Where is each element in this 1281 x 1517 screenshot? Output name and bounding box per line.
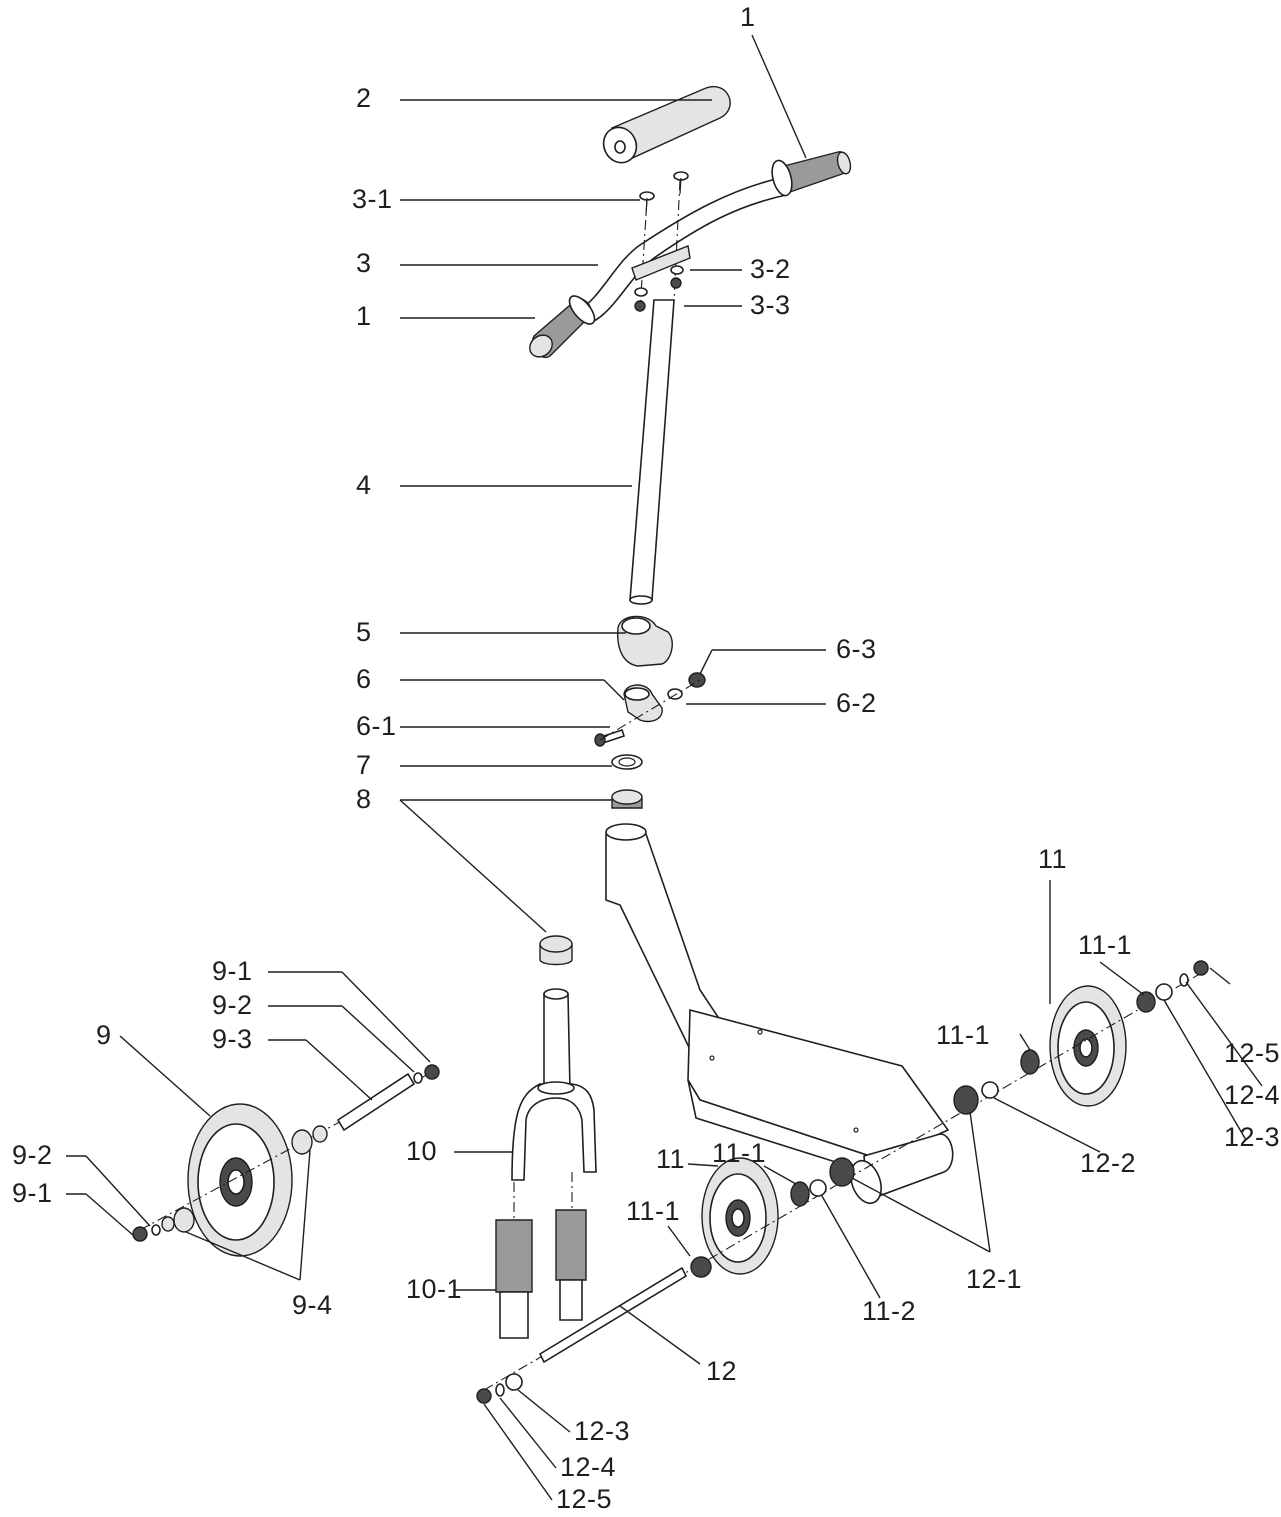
clamp-assembly	[594, 672, 706, 747]
label-11-right: 11	[1038, 844, 1067, 874]
label-11-2: 11-2	[862, 1296, 916, 1326]
label-11-1-d: 11-1	[626, 1196, 680, 1226]
label-3-1: 3-1	[352, 184, 393, 214]
label-9-2-left: 9-2	[12, 1140, 53, 1170]
handlebar-pad	[602, 85, 731, 164]
fork-springs	[495, 1172, 587, 1339]
label-11-mid: 11	[656, 1144, 685, 1174]
label-6-2: 6-2	[836, 688, 877, 718]
rear-wheel-outer	[1049, 985, 1127, 1107]
label-12-2: 12-2	[1080, 1148, 1136, 1178]
grip-right	[771, 151, 852, 197]
clamp-cover	[617, 615, 673, 667]
leader-lines	[66, 34, 1263, 1501]
front-wheel	[187, 1103, 293, 1257]
label-11-1-a: 11-1	[1078, 930, 1132, 960]
label-9-1-top: 9-1	[212, 956, 253, 986]
front-axle-hardware	[132, 1064, 440, 1242]
headset-washer	[611, 754, 643, 770]
label-9-1-left: 9-1	[12, 1178, 53, 1208]
label-6-3: 6-3	[836, 634, 877, 664]
label-12-1: 12-1	[966, 1264, 1022, 1294]
scooter-frame	[605, 823, 954, 1205]
label-6-1: 6-1	[356, 711, 397, 741]
rear-wheel-inner	[701, 1157, 779, 1275]
label-12-4-bottom: 12-4	[560, 1452, 616, 1482]
label-3-2: 3-2	[750, 254, 791, 284]
grip-left	[529, 295, 596, 359]
label-9: 9	[96, 1020, 112, 1050]
rear-axle-hardware	[476, 960, 1211, 1404]
label-4: 4	[356, 470, 372, 500]
label-12-5-bottom: 12-5	[556, 1484, 612, 1514]
label-6: 6	[356, 664, 372, 694]
part-labels: 1 2 3-1 3 3-2 1 3-3 4 5 6-3 6 6-2 6-1 7 …	[12, 2, 1280, 1514]
label-1-left: 1	[356, 301, 372, 331]
label-3-3: 3-3	[750, 290, 791, 320]
label-12-4-right: 12-4	[1224, 1080, 1280, 1110]
label-12-3-right: 12-3	[1224, 1122, 1280, 1152]
label-1-top: 1	[740, 2, 756, 32]
headset-nut-top	[611, 789, 643, 809]
label-5: 5	[356, 617, 372, 647]
label-11-1-c: 11-1	[712, 1138, 766, 1168]
front-fork	[511, 988, 597, 1181]
label-11-1-b: 11-1	[936, 1020, 990, 1050]
label-10: 10	[406, 1136, 437, 1166]
handlebar-clamp-hardware	[631, 171, 691, 312]
label-10-1: 10-1	[406, 1274, 462, 1304]
label-12-5-right: 12-5	[1224, 1038, 1280, 1068]
label-9-2-top: 9-2	[212, 990, 253, 1020]
label-9-4: 9-4	[292, 1290, 333, 1320]
label-12: 12	[706, 1356, 737, 1386]
label-9-3: 9-3	[212, 1024, 253, 1054]
label-3: 3	[356, 248, 372, 278]
label-12-3-bottom: 12-3	[574, 1416, 630, 1446]
label-7: 7	[356, 750, 372, 780]
label-8: 8	[356, 784, 372, 814]
steering-tube	[629, 299, 675, 605]
headset-nut-lower	[539, 935, 573, 966]
label-2: 2	[356, 83, 372, 113]
